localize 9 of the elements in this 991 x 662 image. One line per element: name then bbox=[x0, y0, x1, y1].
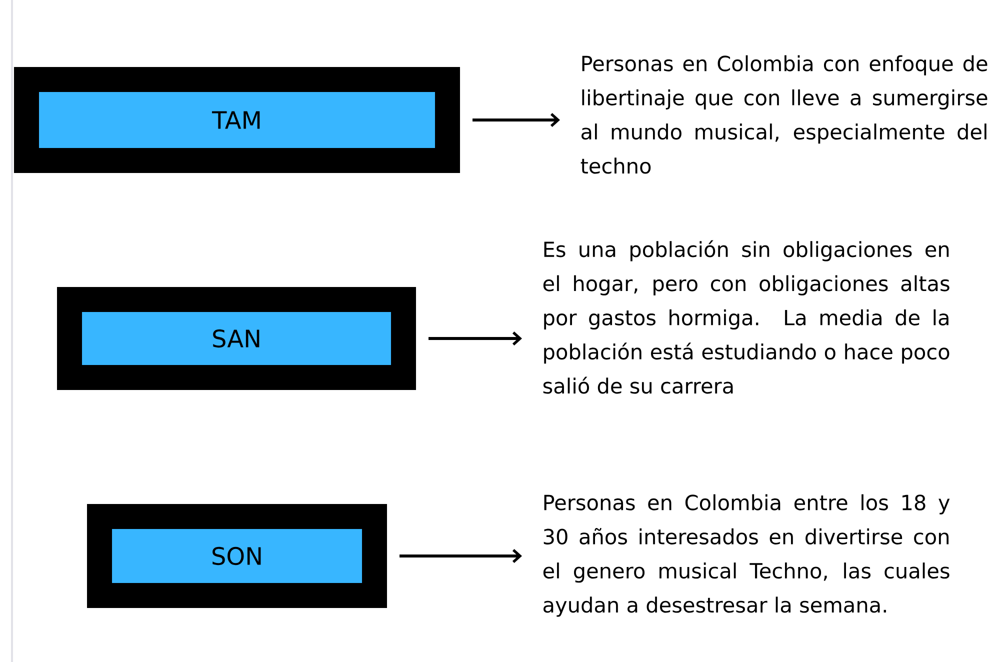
arrow bbox=[428, 332, 522, 346]
framed-box: SAN bbox=[57, 287, 416, 390]
framed-box: SON bbox=[87, 504, 387, 608]
description-text: Personas en Colombia entre los 18 y 30 años interesados en divertirse con el genero musical Techno, las cuales ayudan a desestresar la semana. bbox=[543, 494, 950, 617]
description-text: Es una población sin obligaciones en el hogar, pero con obligaciones altas por gastos hormiga. La media de la población está estudiando o hace poco salió de su carrera bbox=[543, 240, 950, 394]
framed-box: TAM bbox=[14, 67, 460, 173]
arrow bbox=[400, 549, 522, 563]
arrow bbox=[472, 113, 560, 127]
description-text: Personas en Colombia con enfoque de libertinaje que con lleve a sumergirse al mundo musical, especialmente del techno bbox=[580, 55, 988, 174]
